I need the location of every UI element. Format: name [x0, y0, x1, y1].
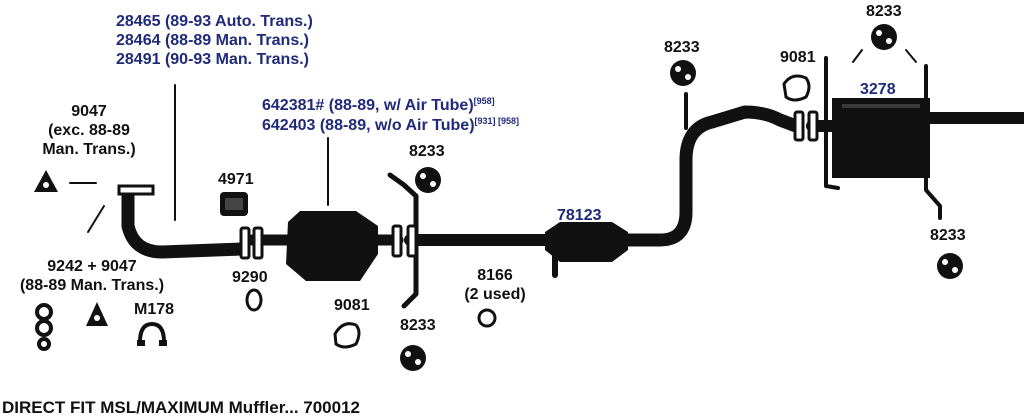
converter-label-line-1: 28465 (89-93 Auto. Trans.)	[116, 13, 313, 30]
resonator-pipe-label-2-text: 642403 (88-89, w/o Air Tube)	[262, 117, 475, 134]
leader-line	[905, 49, 917, 63]
gasket-9047-label-line-3: Man. Trans.)	[42, 141, 136, 158]
hanger-8233-upper-label: 8233	[664, 39, 700, 56]
hanger-insulator-8233	[670, 60, 696, 86]
resonator-pipe-label-2-note: [931] [958]	[474, 116, 520, 126]
gasket	[793, 110, 805, 142]
gasket-9047-label-line-1: 9047	[71, 103, 107, 120]
gasket-9047-triangle	[86, 302, 108, 326]
gasket-9290	[239, 226, 251, 260]
front-pipe	[121, 185, 249, 259]
tail-section-pipe	[613, 105, 803, 247]
gasket-9242	[35, 303, 53, 351]
hanger-8233-mid-label: 8233	[409, 143, 445, 160]
muffler	[832, 98, 930, 178]
gasket-8166	[477, 308, 497, 328]
converter-label-line-3: 28491 (90-93 Man. Trans.)	[116, 51, 309, 68]
gasket-8166-label-line-2: (2 used)	[464, 286, 526, 303]
converter-label-line-2: 28464 (88-89 Man. Trans.)	[116, 32, 309, 49]
leader-line	[87, 205, 105, 233]
kit-9242-label-line-1: 9242 + 9047	[47, 258, 137, 275]
gasket-9290-label: 9290	[232, 269, 268, 286]
resonator-78123-label: 78123	[557, 207, 602, 224]
gasket	[406, 224, 418, 258]
hanger-insulator-8233	[400, 345, 426, 371]
resonator-pipe-label-1: 642381# (88-89, w/ Air Tube)[958]	[262, 96, 495, 115]
gasket-9047-label-line-2: (exc. 88-89	[48, 122, 130, 139]
hanger-rod	[387, 172, 419, 309]
resonator	[545, 222, 628, 262]
gasket-9047-label: 9047 (exc. 88-89 Man. Trans.)	[26, 102, 152, 159]
gasket-9290-ring	[245, 288, 263, 312]
gasket-8166-label: 8166 (2 used)	[450, 266, 540, 304]
gasket-8166-label-line-1: 8166	[477, 267, 513, 284]
hanger-insulator-8233	[937, 253, 963, 279]
muffler-3278-label: 3278	[860, 81, 896, 98]
clamp-m178-label: M178	[134, 301, 175, 318]
gasket	[807, 110, 819, 142]
hanger-8233-low-label: 8233	[400, 317, 436, 334]
hanger-8233-right-label: 8233	[930, 227, 966, 244]
footer-caption: DIRECT FIT MSL/MAXIMUM Muffler... 700012	[2, 398, 360, 417]
catalytic-converter	[286, 211, 378, 281]
gasket-9081	[782, 74, 811, 102]
gasket-9081	[333, 322, 361, 349]
gasket	[391, 224, 403, 258]
resonator-pipe-label-2: 642403 (88-89, w/o Air Tube)[931] [958]	[262, 116, 519, 135]
hanger-insulator-8233	[871, 24, 897, 50]
gasket-9290	[252, 226, 264, 260]
sealant-4971-label: 4971	[218, 171, 254, 188]
kit-9242-label: 9242 + 9047 (88-89 Man. Trans.)	[4, 257, 180, 295]
gasket-9047-triangle	[34, 170, 58, 192]
leader-line	[852, 49, 863, 63]
gasket-9081-lower-label: 9081	[334, 297, 370, 314]
flange	[117, 184, 155, 196]
kit-9242-label-line-2: (88-89 Man. Trans.)	[19, 277, 165, 294]
clamp-m178	[138, 321, 166, 343]
gasket-9081-upper-label: 9081	[780, 49, 816, 66]
hanger-8233-top-label: 8233	[866, 3, 902, 20]
converter-part-numbers: 28465 (89-93 Auto. Trans.) 28464 (88-89 …	[116, 12, 313, 69]
resonator-pipe-label-1-note: [958]	[473, 96, 495, 106]
hanger-rod	[824, 56, 840, 190]
hanger-insulator-8233	[415, 167, 441, 193]
resonator-pipe-label-1-text: 642381# (88-89, w/ Air Tube)	[262, 97, 474, 114]
muffler-highlight	[842, 104, 920, 108]
